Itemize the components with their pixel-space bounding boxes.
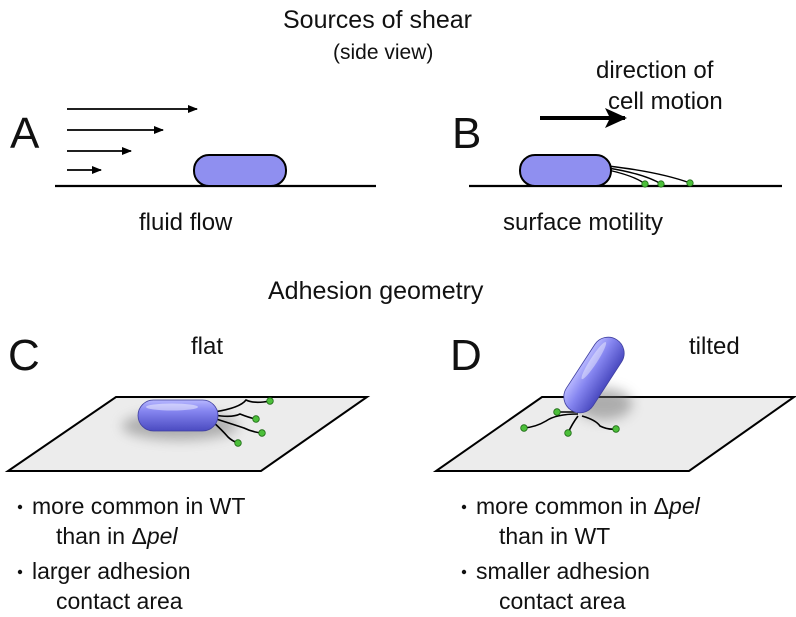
pilus-b-3 — [607, 165, 691, 184]
bullet-dot-c-2 — [17, 569, 23, 575]
cell-c — [137, 399, 219, 432]
d-bullet-1-line-2: than in WT — [499, 523, 611, 549]
pilus-tip-d-2 — [564, 429, 572, 437]
c-bullet-2-line-2: contact area — [56, 588, 183, 614]
bullet-dot-c-1 — [17, 504, 23, 510]
pilus-c-2 — [213, 413, 257, 420]
d-bullet-1-line-1-italic: pel — [669, 493, 700, 519]
pilus-tip-c-1 — [266, 397, 274, 405]
subtitle-side-view: (side view) — [333, 41, 434, 64]
pilus-d-1 — [523, 413, 579, 429]
pilus-b-2 — [607, 167, 662, 185]
bullet-dot-d-2 — [461, 569, 467, 575]
c-bullet-1-line-2-text: than in Δ — [56, 523, 147, 549]
c-bullet-1-line-2: than in Δpel — [56, 525, 178, 548]
pilus-tip-b-3 — [686, 179, 694, 187]
pilus-tip-d-1 — [520, 424, 528, 432]
pilus-tip-b-2 — [657, 180, 665, 188]
motion-label-line-1: direction of — [596, 57, 714, 84]
pilus-c-1 — [213, 398, 271, 413]
c-bullet-1-line-2-italic: pel — [146, 523, 178, 549]
pilus-tip-b-1 — [641, 180, 649, 188]
pilus-tip-c-2 — [252, 415, 260, 423]
cell-a — [193, 154, 287, 187]
pilus-tip-c-4 — [234, 439, 242, 447]
d-bullet-2-line-2: contact area — [499, 588, 626, 614]
title-sources-of-shear: Sources of shear — [283, 6, 472, 34]
c-bullet-2-line-1: larger adhesion — [32, 558, 191, 584]
bullet-dot-d-1 — [461, 504, 467, 510]
panel-d-graphic — [432, 336, 796, 472]
cell-b — [519, 154, 612, 187]
panel-c-graphic — [4, 396, 371, 472]
cell-d-highlight — [581, 342, 607, 380]
pilus-c-3 — [212, 417, 263, 434]
d-bullet-1-line-1-text: more common in Δ — [476, 493, 670, 519]
panel-letter-a: A — [10, 109, 40, 158]
label-flat: flat — [191, 333, 224, 360]
caption-surface-motility: surface motility — [503, 209, 664, 236]
panel-letter-c: C — [8, 331, 40, 380]
d-bullet-1-line-1: more common in Δpel — [476, 495, 700, 518]
panel-letter-d: D — [450, 331, 482, 380]
cell-d — [563, 336, 625, 414]
d-bullet-2-line-1: smaller adhesion — [476, 558, 650, 584]
surface-plane-d — [432, 396, 796, 472]
label-tilted: tilted — [689, 333, 740, 360]
panel-a-graphic — [55, 105, 376, 188]
motion-label-line-2: cell motion — [608, 88, 723, 115]
panel-b-graphic — [469, 108, 782, 188]
pilus-tip-d-3 — [612, 425, 620, 433]
title-adhesion-geometry: Adhesion geometry — [268, 277, 484, 305]
pilus-tip-d-4 — [553, 408, 561, 416]
pilus-tip-c-3 — [258, 429, 266, 437]
cell-c-highlight — [146, 403, 198, 411]
c-bullet-1-line-1: more common in WT — [32, 493, 246, 519]
panel-letter-b: B — [452, 109, 482, 158]
caption-fluid-flow: fluid flow — [139, 209, 233, 236]
pilus-d-3 — [581, 415, 617, 430]
